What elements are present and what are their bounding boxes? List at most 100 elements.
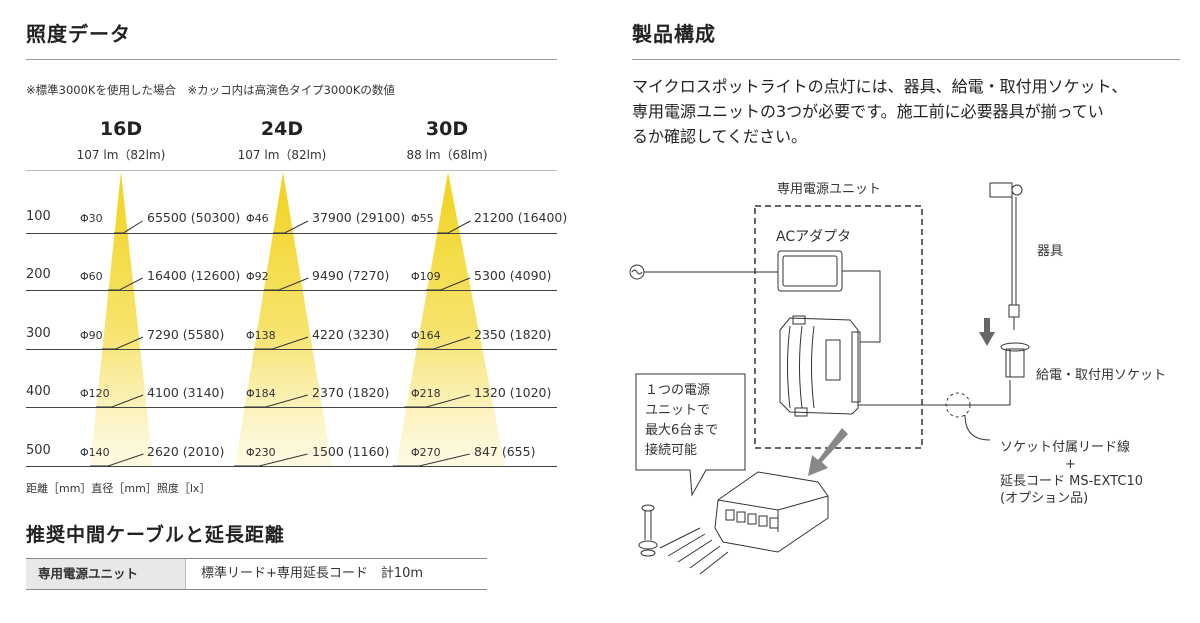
cable-table: 専用電源ユニット 標準リード+専用延長コード 計10m — [26, 558, 487, 590]
illuminance-value: 4220 (3230) — [312, 327, 390, 342]
leader-line — [244, 394, 309, 408]
distance-label: 300 — [26, 326, 51, 341]
leader-line — [436, 220, 471, 234]
description-line: 専用電源ユニットの3つが必要です。施工前に必要器具が揃ってい — [632, 102, 1104, 121]
power-unit-label: 専用電源ユニット — [777, 182, 882, 197]
diameter-label: Φ230 — [246, 446, 276, 459]
description-line: マイクロスポットライトの点灯には、器具、給電・取付用ソケット、 — [632, 77, 1128, 96]
leader-line — [415, 336, 471, 350]
illuminance-value: 7290 (5580) — [147, 327, 225, 342]
illuminance-value: 37900 (29100) — [312, 210, 406, 225]
distance-label: 200 — [26, 267, 51, 282]
distance-label: 100 — [26, 209, 51, 224]
lead-line: + — [1065, 457, 1076, 472]
product-title: 製品構成 — [632, 22, 716, 46]
cable-table-value: 標準リード+専用延長コード 計10m — [201, 566, 424, 581]
distance-row-line — [26, 349, 557, 350]
cable-table-header: 専用電源ユニット — [26, 559, 186, 589]
leader-line — [95, 394, 144, 408]
distance-row-line — [26, 290, 557, 291]
callout-text: １つの電源 ユニットで 最大6台まで 接続可能 — [645, 381, 718, 461]
callout-line: １つの電源 — [645, 383, 711, 398]
lead-line: ソケット付属リード線 — [1000, 440, 1131, 455]
illuminance-value: 65500 (50300) — [147, 210, 241, 225]
power-unit-icon — [779, 315, 861, 417]
illuminance-value: 1320 (1020) — [474, 385, 552, 400]
adapter-label: ACアダプタ — [776, 229, 852, 245]
beam-lumen-label: 88 lm（68lm) — [406, 148, 488, 162]
leader-line — [426, 277, 471, 291]
illuminance-value: 16400 (12600) — [147, 268, 241, 283]
distance-label: 400 — [26, 384, 51, 399]
power-unit-zoomed-icon — [638, 471, 829, 575]
leader-line — [253, 336, 309, 350]
beam-30d — [396, 172, 505, 466]
beam-header-30d: 30D 88 lm（68lm) — [357, 118, 537, 163]
power-unit-dashed-box — [754, 205, 923, 449]
diameter-label: Φ140 — [80, 446, 110, 459]
beam-24d — [235, 172, 332, 466]
diameter-label: Φ60 — [80, 270, 103, 283]
leader-line — [114, 220, 144, 234]
leader-line — [272, 220, 309, 234]
diameter-label: Φ120 — [80, 387, 110, 400]
lead-line: 延長コード MS-EXTC10 — [1000, 474, 1143, 489]
diameter-label: Φ92 — [246, 270, 269, 283]
socket-label: 給電・取付用ソケット — [1036, 368, 1167, 383]
diameter-label: Φ46 — [246, 212, 269, 225]
leader-line — [102, 336, 144, 350]
fixture-label: 器具 — [1037, 244, 1064, 259]
callout-line: ユニットで — [645, 403, 711, 418]
illuminance-note: ※標準3000Kを使用した場合 ※カッコ内は高演色タイプ3000Kの数値 — [26, 83, 395, 97]
distance-row-line — [26, 407, 557, 408]
title-underline — [26, 59, 557, 60]
illuminance-value: 4100 (3140) — [147, 385, 225, 400]
diameter-label: Φ270 — [411, 446, 441, 459]
beam-angle-label: 30D — [425, 118, 469, 140]
diameter-label: Φ138 — [246, 329, 276, 342]
diameter-label: Φ30 — [80, 212, 103, 225]
leader-line — [263, 277, 309, 291]
diameter-label: Φ55 — [411, 212, 434, 225]
beam-header-16d: 16D 107 lm（82lm) — [31, 118, 211, 163]
lead-label: ソケット付属リード線 + 延長コード MS-EXTC10 (オプション品) — [1000, 439, 1143, 507]
product-description: マイクロスポットライトの点灯には、器具、給電・取付用ソケット、 専用電源ユニット… — [632, 74, 1127, 149]
leader-line — [234, 453, 309, 467]
cable-title: 推奨中間ケーブルと延長距離 — [26, 524, 285, 546]
diameter-label: Φ164 — [411, 329, 441, 342]
illuminance-value: 21200 (16400) — [474, 210, 568, 225]
illuminance-value: 5300 (4090) — [474, 268, 552, 283]
diameter-label: Φ90 — [80, 329, 103, 342]
fixture-icon — [989, 182, 1023, 330]
beam-angle-label: 16D — [99, 118, 143, 140]
distance-row-line — [26, 466, 557, 467]
illuminance-value: 847 (655) — [474, 444, 536, 459]
zoom-arrow-icon — [808, 428, 848, 476]
callout-line: 最大6台まで — [645, 423, 719, 438]
distance-label: 500 — [26, 443, 51, 458]
leader-line — [393, 453, 471, 467]
leader-line — [108, 277, 144, 291]
beam-lumen-label: 107 lm（82lm) — [76, 148, 166, 162]
beam-lumen-label: 107 lm（82lm) — [237, 148, 327, 162]
illuminance-value: 2350 (1820) — [474, 327, 552, 342]
product-title-underline — [632, 59, 1180, 60]
units-label: 距離［mm］直径［mm］照度［lx］ — [26, 482, 211, 495]
diameter-label: Φ109 — [411, 270, 441, 283]
distance-row-line — [26, 233, 557, 234]
illuminance-value: 9490 (7270) — [312, 268, 390, 283]
beam-16d — [90, 172, 153, 466]
header-divider — [26, 170, 557, 171]
description-line: るか確認してください。 — [632, 127, 808, 146]
beam-angle-label: 24D — [260, 118, 304, 140]
illuminance-value: 1500 (1160) — [312, 444, 390, 459]
lead-line: (オプション品) — [1000, 491, 1089, 506]
callout-line: 接続可能 — [645, 443, 698, 458]
leader-line — [404, 394, 471, 408]
illuminance-value: 2370 (1820) — [312, 385, 390, 400]
diameter-label: Φ218 — [411, 387, 441, 400]
light-beams — [90, 172, 505, 466]
illuminance-value: 2620 (2010) — [147, 444, 225, 459]
insert-arrow-icon — [979, 318, 995, 346]
